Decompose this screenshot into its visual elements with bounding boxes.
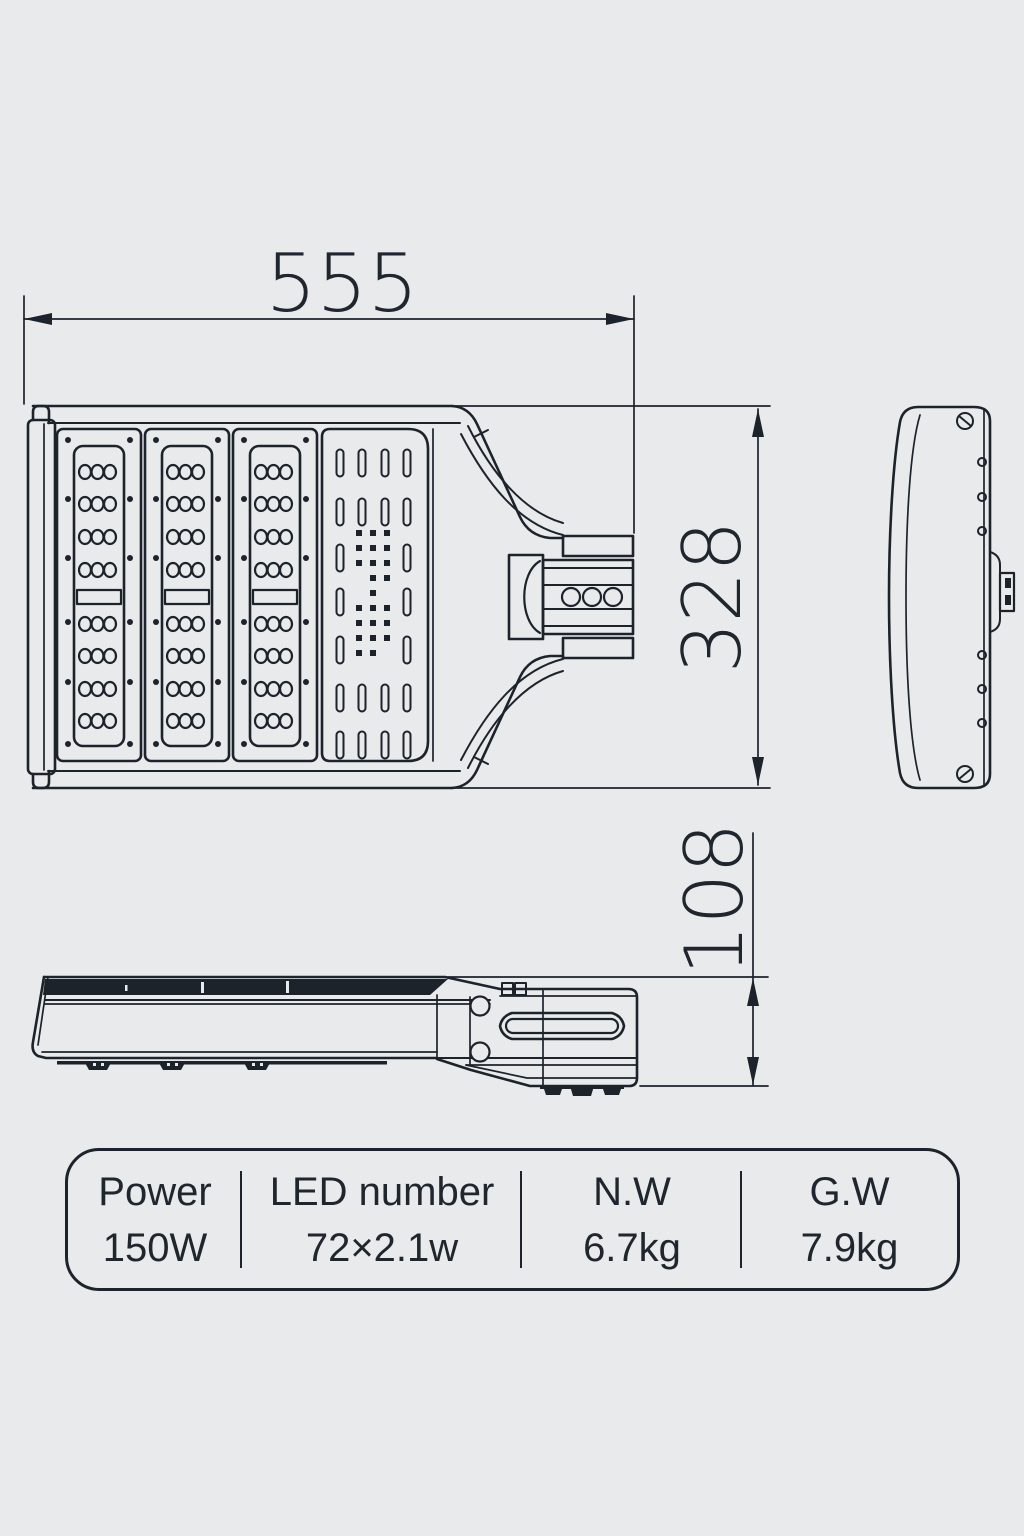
spec-value-gross-weight: 7.9kg — [800, 1225, 899, 1270]
side-view-drawing — [31, 975, 639, 1096]
spec-label-net-weight: N.W — [593, 1169, 671, 1214]
dimension-height-label: 328 — [666, 521, 759, 674]
spec-cell-net-weight: N.W 6.7kg — [522, 1151, 742, 1288]
spec-cell-power: Power 150W — [68, 1151, 242, 1288]
dimension-side-height: 108 — [447, 823, 769, 1087]
end-view-drawing — [887, 405, 1016, 790]
dimension-width-label: 555 — [266, 237, 419, 330]
spec-table: Power 150W LED number 72×2.1w N.W 6.7kg … — [65, 1148, 960, 1291]
table-divider — [740, 1171, 742, 1268]
spec-label-led-number: LED number — [269, 1169, 495, 1214]
led-modules-and-vents — [55, 427, 430, 763]
spec-value-power: 150W — [102, 1225, 208, 1270]
spec-label-power: Power — [98, 1169, 212, 1214]
spec-value-led-number: 72×2.1w — [305, 1225, 459, 1270]
dimension-height: 328 — [451, 405, 771, 789]
spec-value-net-weight: 6.7kg — [583, 1225, 681, 1270]
dimension-width: 555 — [23, 237, 635, 534]
end-view-bumps — [977, 457, 987, 728]
spec-cell-led-number: LED number 72×2.1w — [242, 1151, 522, 1288]
table-divider — [520, 1171, 522, 1268]
top-view-drawing — [26, 404, 635, 790]
spec-cell-gross-weight: G.W 7.9kg — [742, 1151, 957, 1288]
spec-label-gross-weight: G.W — [809, 1169, 890, 1214]
dimension-side-height-label: 108 — [668, 823, 761, 976]
table-divider — [240, 1171, 242, 1268]
